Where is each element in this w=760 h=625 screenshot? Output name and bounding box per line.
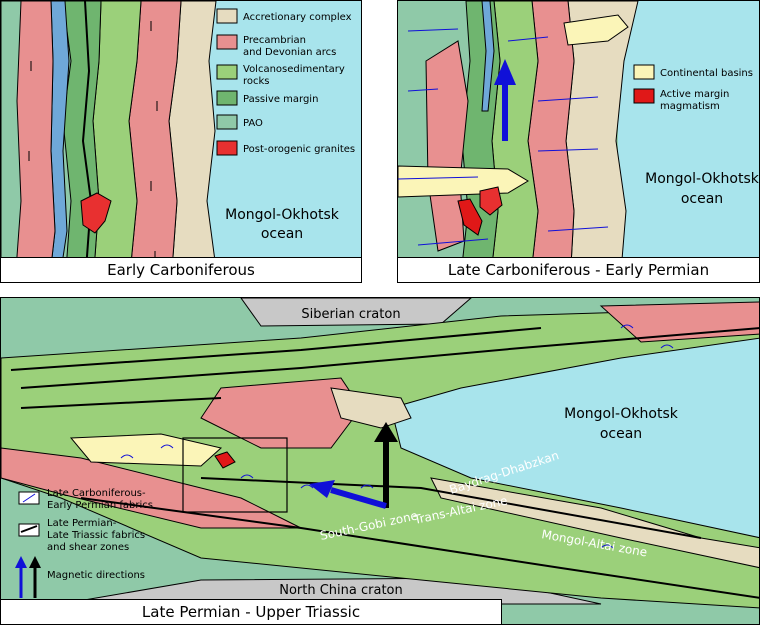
magnetic-arrow-blue-2 [309, 480, 387, 509]
late-carb-legend: Continental basins Active margin magmati… [633, 64, 753, 112]
late-perm-ocean-label-2: ocean [600, 426, 642, 442]
legend-arcs-2: and Devonian arcs [243, 47, 336, 58]
magnetic-arrow-black [374, 422, 398, 508]
panel-late-carboniferous: Continental basins Active margin magmati… [397, 0, 760, 283]
early-ocean-label-2: ocean [261, 226, 303, 242]
bottom-legend: Late Carboniferous- Early Permian fabric… [15, 488, 153, 598]
legend-continental-basins: Continental basins [660, 68, 753, 79]
early-ocean-label-1: Mongol-Okhotsk [225, 207, 340, 223]
late-carboniferous-map: Continental basins Active margin magmati… [398, 1, 760, 282]
legend-arcs-1: Precambrian [243, 35, 306, 46]
late-carb-ocean-label-2: ocean [681, 191, 723, 207]
legend-fabric2-c: and shear zones [47, 542, 129, 553]
legend-fabric2-a: Late Permian- [47, 518, 117, 529]
caption-early-carboniferous: Early Carboniferous [1, 257, 361, 282]
legend-passive: Passive margin [243, 94, 318, 105]
late-perm-ocean-label-1: Mongol-Okhotsk [564, 406, 679, 422]
legend-pao: PAO [243, 118, 263, 129]
legend-fabric1-a: Late Carboniferous- [47, 488, 146, 499]
late-carb-ocean-label-1: Mongol-Okhotsk [645, 171, 760, 187]
caption-late-carboniferous: Late Carboniferous - Early Permian [398, 257, 759, 282]
legend-volc-1: Volcanosedimentary [243, 64, 345, 75]
legend-granites: Post-orogenic granites [243, 144, 355, 155]
caption-late-permian: Late Permian - Upper Triassic [1, 599, 502, 624]
panel-early-carboniferous: Accretionary complex Precambrian and Dev… [0, 0, 362, 283]
legend-accretionary: Accretionary complex [243, 12, 352, 23]
legend-volc-2: rocks [243, 76, 270, 87]
panel-late-permian: Siberian craton North China craton Mongo… [0, 297, 760, 625]
study-area-box [182, 437, 288, 513]
legend-fabric2-b: Late Triassic fabrics [47, 530, 145, 541]
magnetic-arrow-blue [494, 59, 516, 141]
siberian-craton-label: Siberian craton [301, 307, 400, 322]
legend-active-margin-1: Active margin [660, 89, 729, 100]
legend-magnetic: Magnetic directions [47, 570, 145, 581]
early-carboniferous-map: Accretionary complex Precambrian and Dev… [1, 1, 361, 282]
late-permian-map: Siberian craton North China craton Mongo… [1, 298, 759, 609]
legend-active-margin-2: magmatism [660, 101, 720, 112]
north-china-craton-label: North China craton [279, 583, 403, 598]
main-legend: Accretionary complex Precambrian and Dev… [216, 8, 355, 156]
legend-fabric1-b: Early Permian fabrics [47, 500, 153, 511]
